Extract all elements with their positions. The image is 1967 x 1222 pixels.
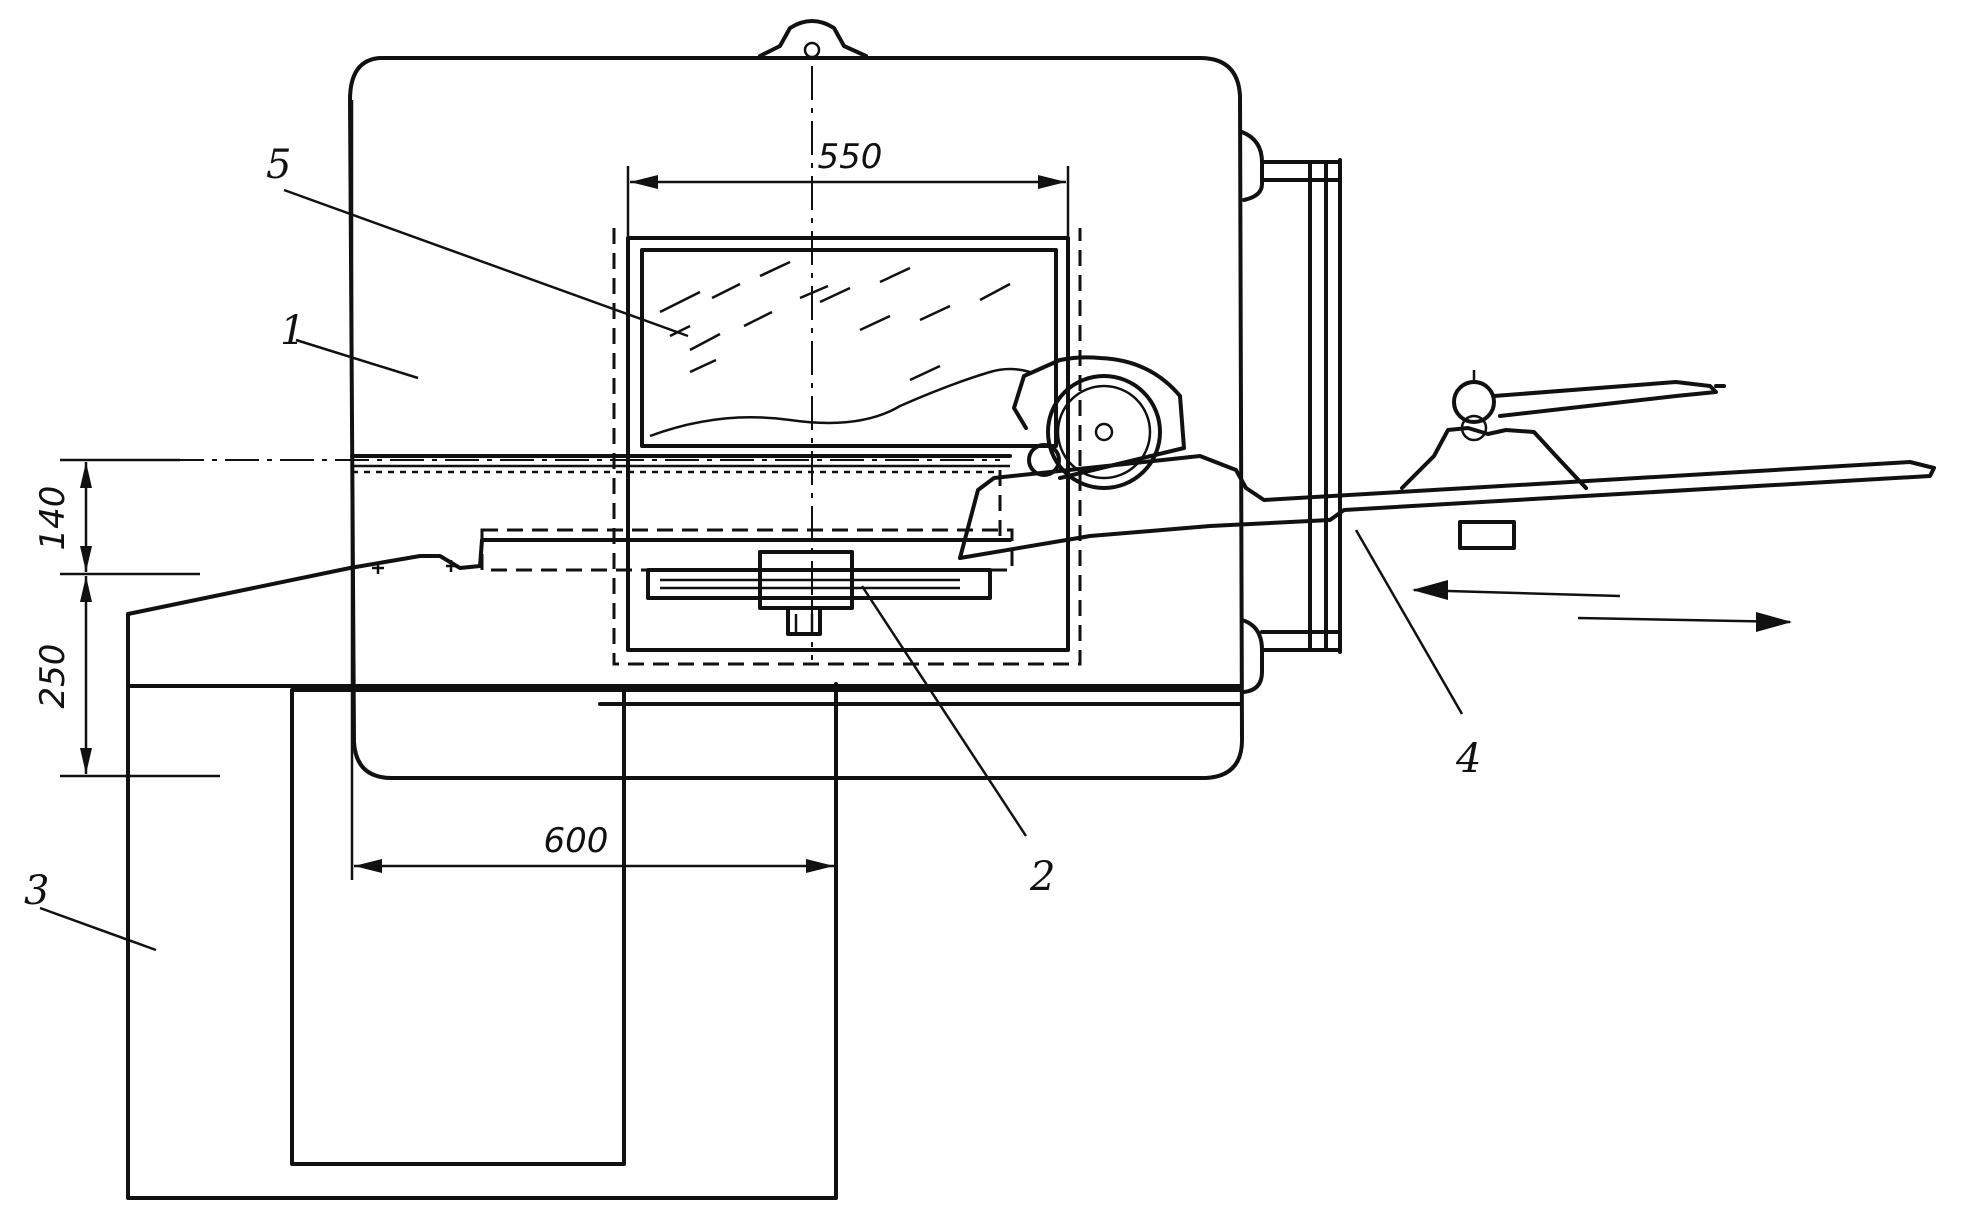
leaders xyxy=(39,188,1464,952)
table xyxy=(126,100,1242,1200)
dimension-vertical: 140 250 xyxy=(33,458,220,778)
label-cabinet: 1 xyxy=(280,308,305,354)
dimension-550: 550 xyxy=(626,137,1070,236)
cutting-slot xyxy=(646,550,992,636)
dimension-600-text: 600 xyxy=(544,821,609,861)
movement-arrows xyxy=(1412,580,1792,632)
dimension-140-text: 140 xyxy=(33,486,73,551)
cabinet-body xyxy=(348,19,1244,780)
label-feed-lever: 4 xyxy=(1455,736,1481,782)
label-window: 5 xyxy=(266,142,291,188)
label-table: 3 xyxy=(24,868,49,914)
dimension-600: 600 xyxy=(350,690,838,880)
center-lines xyxy=(60,66,1000,660)
label-cutting-slot: 2 xyxy=(1029,854,1055,900)
dimension-550-text: 550 xyxy=(818,137,883,177)
viewing-window xyxy=(626,236,1070,652)
grinding-wheel xyxy=(1012,355,1186,490)
feed-lever xyxy=(958,370,1936,560)
side-rack xyxy=(1240,130,1342,694)
dimension-250-text: 250 xyxy=(33,644,73,709)
